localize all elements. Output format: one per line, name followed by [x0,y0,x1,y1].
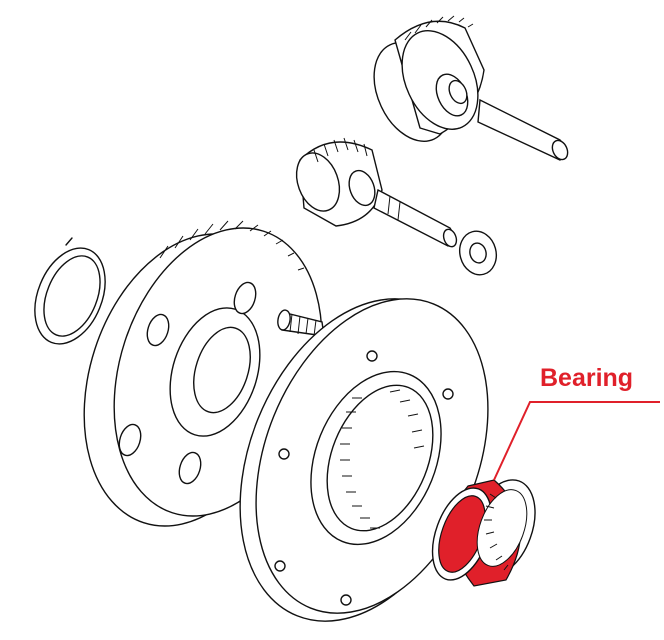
bearing-label: Bearing [540,364,633,392]
oring [34,247,106,345]
washer [459,230,497,276]
needle-bearing [431,479,536,587]
callout-leader-line [493,401,660,481]
idler-gear-large [373,15,485,142]
idler-shaft-small [373,188,458,248]
idler-shaft-large [477,98,569,161]
bolt [277,309,325,337]
starter-clutch-housing [239,298,489,622]
starter-driven-gear [65,220,323,527]
idler-gear-small [295,137,383,227]
